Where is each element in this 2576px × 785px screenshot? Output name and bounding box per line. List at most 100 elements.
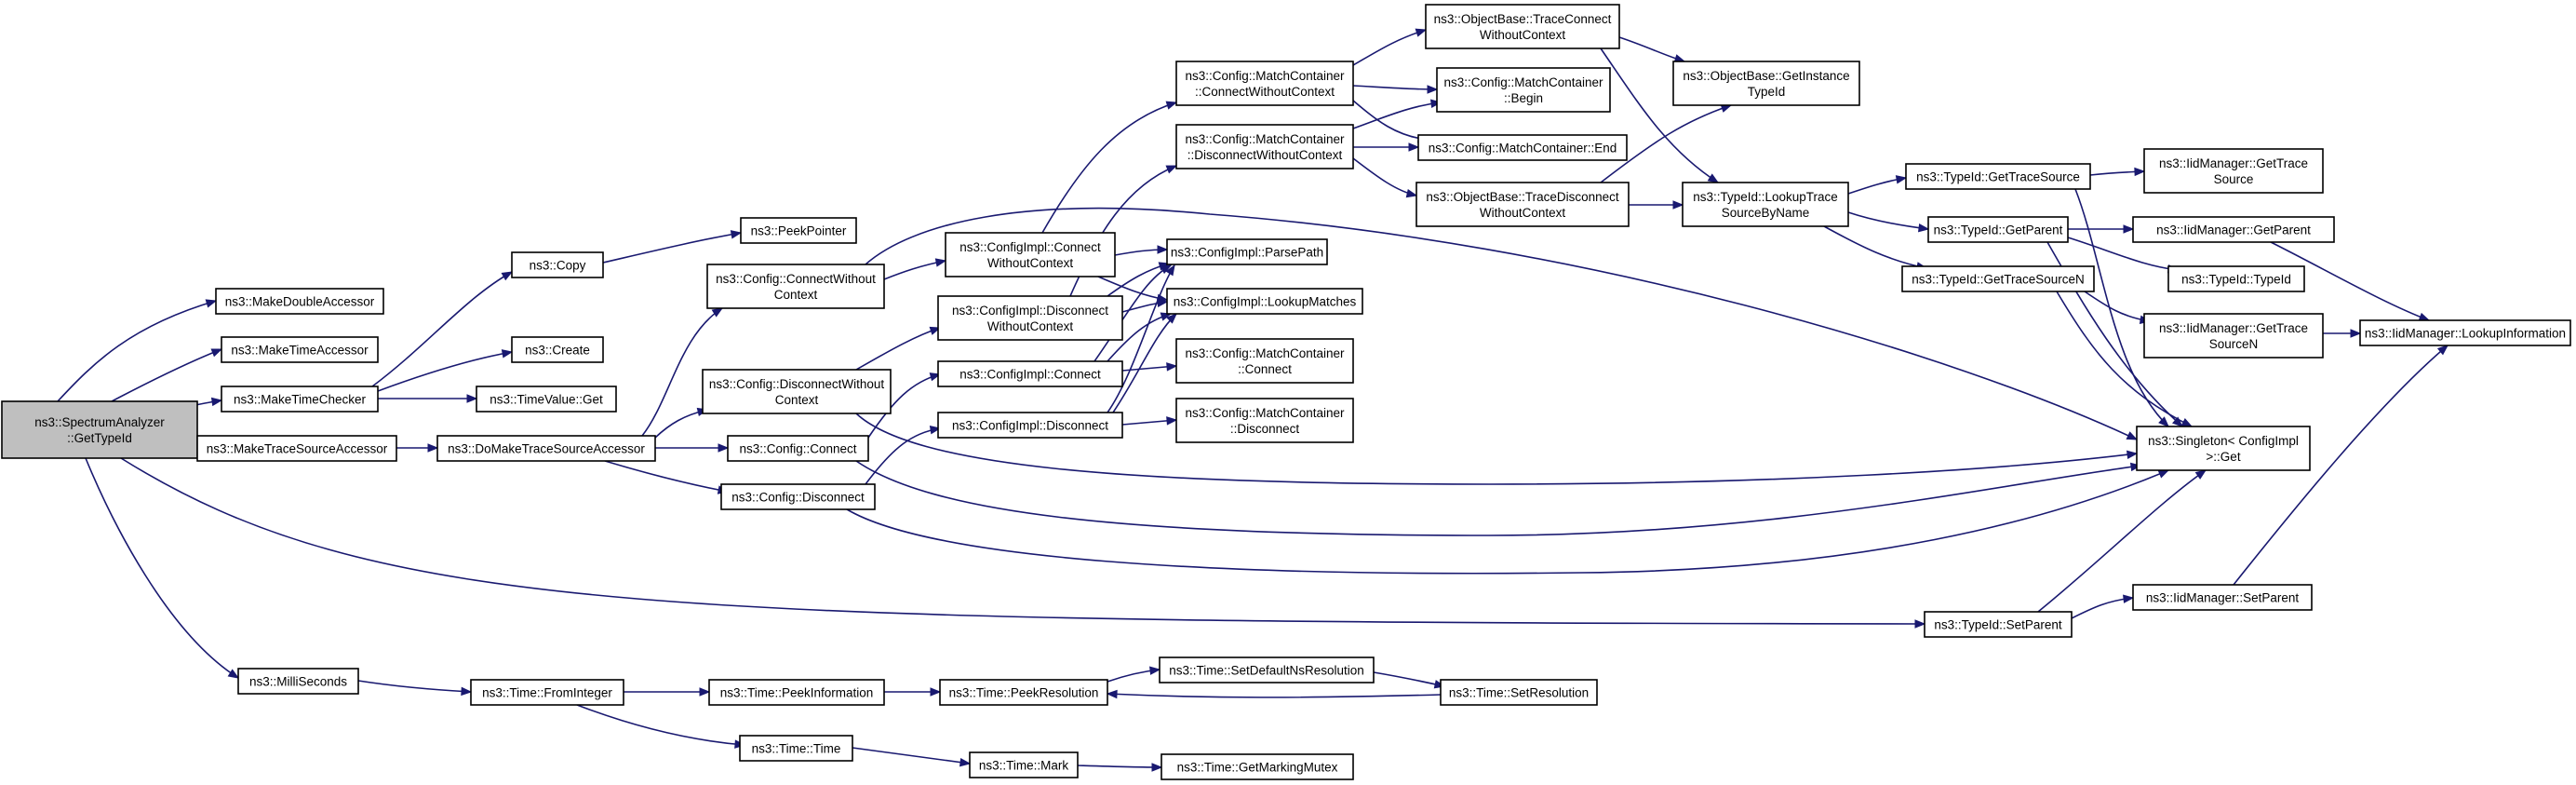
node-peekInfo[interactable]: ns3::Time::PeekInformation <box>708 679 885 706</box>
edge-timeCtor-to-mark <box>852 747 972 767</box>
node-setDefaultNs[interactable]: ns3::Time::SetDefaultNsResolution <box>1159 656 1375 683</box>
node-mcBegin[interactable]: ns3::Config::MatchContainer::Begin <box>1436 67 1611 113</box>
node-cfgConnectWC[interactable]: ns3::Config::ConnectWithoutContext <box>706 264 885 309</box>
node-parsePath[interactable]: ns3::ConfigImpl::ParsePath <box>1166 238 1328 265</box>
node-box <box>1440 679 1598 706</box>
node-fromInteger[interactable]: ns3::Time::FromInteger <box>470 679 624 706</box>
node-doMake[interactable]: ns3::DoMakeTraceSourceAccessor <box>436 435 656 462</box>
node-singleton[interactable]: ns3::Singleton< ConfigImpl >::Get <box>2136 426 2311 471</box>
node-create[interactable]: ns3::Create <box>511 336 604 363</box>
node-peekPointer[interactable]: ns3::PeekPointer <box>740 217 857 244</box>
edge-line <box>852 747 971 765</box>
node-box <box>1682 182 1849 227</box>
edge-line <box>111 348 222 402</box>
node-label: ns3::Config::MatchContainer <box>1185 132 1345 146</box>
node-iidGetParent[interactable]: ns3::IidManager::GetParent <box>2132 216 2335 243</box>
node-peekRes[interactable]: ns3::Time::PeekResolution <box>939 679 1108 706</box>
node-cfgConnect[interactable]: ns3::Config::Connect <box>727 435 869 462</box>
arrow-head <box>934 258 947 267</box>
edge-getTraceSourceN-to-iidGetTraceSourceN <box>2084 291 2152 324</box>
node-obTraceConnectWC[interactable]: ns3::ObjectBase::TraceConnectWithoutCont… <box>1425 4 1620 49</box>
node-mcEnd[interactable]: ns3::Config::MatchContainer::End <box>1417 134 1628 161</box>
node-setParent[interactable]: ns3::TypeId::SetParent <box>1924 611 2073 638</box>
node-mcDisconnectWC[interactable]: ns3::Config::MatchContainer::DisconnectW… <box>1175 124 1354 169</box>
node-mcDisconnect[interactable]: ns3::Config::MatchContainer::Disconnect <box>1175 398 1354 443</box>
edge-getTraceSourceN-to-singleton <box>2056 291 2194 427</box>
node-label: ns3::MakeTimeAccessor <box>231 344 369 358</box>
node-makeTimeChk[interactable]: ns3::MakeTimeChecker <box>221 386 379 413</box>
node-label: ns3::ConfigImpl::Connect <box>959 368 1101 382</box>
node-label: WithoutContext <box>1480 28 1566 42</box>
node-box <box>1161 753 1354 780</box>
edge-line <box>85 457 239 679</box>
node-iidGetTraceSource[interactable]: ns3::IidManager::GetTraceSource <box>2143 148 2324 194</box>
node-makeDouble[interactable]: ns3::MakeDoubleAccessor <box>215 288 384 315</box>
node-box <box>1425 4 1620 49</box>
node-iidGetTraceSourceN[interactable]: ns3::IidManager::GetTraceSourceN <box>2143 313 2324 359</box>
node-label: ns3::Config::ConnectWithout <box>716 272 876 286</box>
node-iidSetParent[interactable]: ns3::IidManager::SetParent <box>2132 584 2313 611</box>
node-label: WithoutContext <box>987 256 1074 270</box>
node-implDisconnect[interactable]: ns3::ConfigImpl::Disconnect <box>937 412 1123 439</box>
edge-line <box>1618 36 1685 62</box>
node-cfgDisconnect[interactable]: ns3::Config::Disconnect <box>720 483 876 510</box>
node-label: ns3::MilliSeconds <box>249 675 347 689</box>
node-getTraceSourceN[interactable]: ns3::TypeId::GetTraceSourceN <box>1901 265 2095 292</box>
edge-line <box>1107 264 1175 413</box>
node-box <box>1905 163 2091 190</box>
node-box <box>215 288 384 315</box>
node-copy[interactable]: ns3::Copy <box>511 251 604 278</box>
node-box <box>937 295 1123 341</box>
node-box <box>511 251 604 278</box>
node-box <box>939 679 1108 706</box>
node-getParent[interactable]: ns3::TypeId::GetParent <box>1927 216 2069 243</box>
node-label: ns3::TypeId::GetTraceSourceN <box>1912 273 2085 287</box>
edge-obTraceConnectWC-to-obGetInstance <box>1618 36 1686 63</box>
node-cfgDisconnectWC[interactable]: ns3::Config::DisconnectWithoutContext <box>702 369 892 414</box>
edge-line <box>641 307 723 437</box>
node-getTraceSource[interactable]: ns3::TypeId::GetTraceSource <box>1905 163 2091 190</box>
node-setRes[interactable]: ns3::Time::SetResolution <box>1440 679 1598 706</box>
edge-line <box>2056 291 2193 427</box>
node-mcConnect[interactable]: ns3::Config::MatchContainer::Connect <box>1175 338 1354 384</box>
node-makeTimeAcc[interactable]: ns3::MakeTimeAccessor <box>221 336 379 363</box>
node-timeValueGet[interactable]: ns3::TimeValue::Get <box>476 386 617 413</box>
node-getMarkingMutex[interactable]: ns3::Time::GetMarkingMutex <box>1161 753 1354 780</box>
node-implDisconnectWC[interactable]: ns3::ConfigImpl::DisconnectWithoutContex… <box>937 295 1123 341</box>
node-lookupMatches[interactable]: ns3::ConfigImpl::LookupMatches <box>1166 288 1363 315</box>
edge-milli-to-fromInteger <box>357 680 473 697</box>
node-typeIdCtor[interactable]: ns3::TypeId::TypeId <box>2167 265 2305 292</box>
arrow-head <box>227 669 240 679</box>
edge-implConnectWC-to-mcConnectWC <box>1041 101 1178 234</box>
arrow-head <box>2126 450 2139 459</box>
edge-line <box>865 427 941 485</box>
node-label: ns3::IidManager::GetTrace <box>2159 156 2308 170</box>
node-box <box>937 412 1123 439</box>
node-label: ::DisconnectWithoutContext <box>1187 148 1343 162</box>
node-mcConnectWC[interactable]: ns3::Config::MatchContainer::ConnectWith… <box>1175 61 1354 106</box>
node-box <box>720 483 876 510</box>
node-box <box>1175 124 1354 169</box>
node-box <box>2143 313 2324 359</box>
node-obTraceDisconnectWC[interactable]: ns3::ObjectBase::TraceDisconnectWithoutC… <box>1415 182 1630 227</box>
node-timeCtor[interactable]: ns3::Time::Time <box>739 735 853 762</box>
node-mark[interactable]: ns3::Time::Mark <box>969 751 1079 778</box>
edge-implConnect-to-parsePath <box>1093 264 1173 362</box>
node-label: ns3::Config::Disconnect <box>731 491 865 505</box>
edge-obTraceConnectWC-to-lookupTrace <box>1600 47 1720 183</box>
node-milli[interactable]: ns3::MilliSeconds <box>237 668 359 695</box>
node-implConnectWC[interactable]: ns3::ConfigImpl::ConnectWithoutContext <box>945 232 1116 277</box>
node-implConnect[interactable]: ns3::ConfigImpl::Connect <box>937 360 1123 387</box>
node-root[interactable]: ns3::SpectrumAnalyzer::GetTypeId <box>1 400 198 459</box>
arrow-head <box>1427 85 1439 94</box>
arrow-head <box>501 271 514 281</box>
node-lookupInfo[interactable]: ns3::IidManager::LookupInformation <box>2359 319 2571 346</box>
arrow-head <box>2158 416 2169 427</box>
edge-cfgDisconnect-to-singleton <box>846 469 2170 575</box>
edge-line <box>576 704 745 746</box>
node-box <box>511 336 604 363</box>
node-makeTrace[interactable]: ns3::MakeTraceSourceAccessor <box>196 435 397 462</box>
arrow-head <box>461 686 473 697</box>
